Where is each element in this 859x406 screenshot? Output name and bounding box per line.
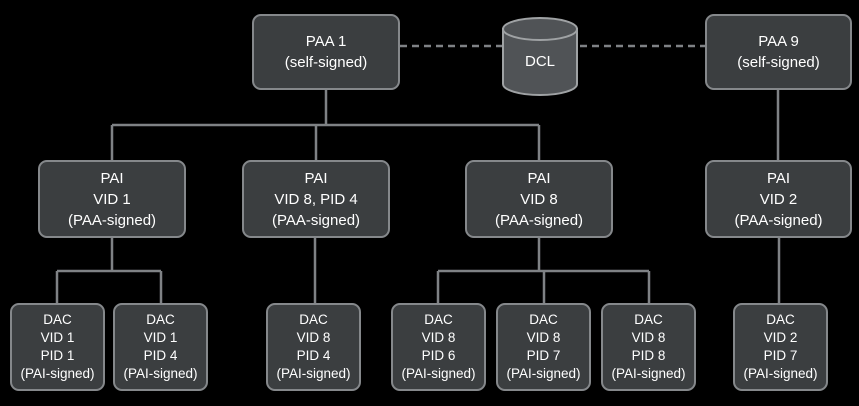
node-label: DAC	[766, 312, 795, 328]
node-label: DAC	[43, 312, 72, 328]
node-label: DAC	[529, 312, 558, 328]
node-pai-vid2: PAI VID 2 (PAA-signed)	[705, 160, 852, 238]
node-dac-vid1-pid4: DAC VID 1 PID 4 (PAI-signed)	[113, 303, 208, 391]
pai-vid1-to-dac-links	[55, 238, 163, 303]
node-dcl: DCL	[500, 16, 580, 98]
node-paa-1: PAA 1 (self-signed)	[252, 14, 400, 90]
node-pai-vid8-pid4: PAI VID 8, PID 4 (PAA-signed)	[242, 160, 390, 238]
node-dac-vid8-pid7: DAC VID 8 PID 7 (PAI-signed)	[496, 303, 591, 391]
database-cylinder-icon	[502, 17, 578, 96]
node-label: PAI	[100, 169, 124, 187]
node-label: VID 2	[763, 330, 798, 346]
node-label: VID 1	[93, 190, 131, 208]
node-label: PAA 1	[305, 33, 347, 50]
node-label: (PAI-signed)	[123, 365, 198, 381]
node-label: PID 8	[631, 348, 666, 363]
node-label: VID 1	[143, 330, 178, 346]
node-label: DCL	[524, 52, 555, 70]
node-label: VID 8	[631, 330, 666, 346]
node-dac-vid1-pid1: DAC VID 1 PID 1 (PAI-signed)	[10, 303, 105, 391]
node-dac-vid8-pid6: DAC VID 8 PID 6 (PAI-signed)	[391, 303, 486, 391]
pai-vid8-to-dac-links	[436, 238, 651, 303]
node-label: (PAI-signed)	[611, 365, 686, 381]
node-label: PAI	[527, 169, 551, 187]
node-label: (PAA-signed)	[67, 211, 157, 229]
node-label: (PAI-signed)	[276, 365, 351, 381]
paa1-to-pai-links	[110, 90, 541, 160]
node-label: DAC	[424, 312, 453, 328]
node-label: VID 8	[526, 330, 561, 346]
node-label: (PAI-signed)	[20, 365, 95, 381]
node-label: (PAA-signed)	[734, 211, 823, 229]
node-label: PID 7	[526, 348, 561, 363]
node-label: DAC	[634, 312, 663, 328]
node-label: VID 1	[40, 330, 75, 346]
node-dac-vid8-pid4: DAC VID 8 PID 4 (PAI-signed)	[266, 303, 361, 391]
node-pai-vid8: PAI VID 8 (PAA-signed)	[465, 160, 613, 238]
node-label: (self-signed)	[284, 54, 368, 71]
node-label: (PAI-signed)	[743, 365, 818, 381]
node-label: (PAA-signed)	[494, 211, 584, 229]
node-dac-vid8-pid8: DAC VID 8 PID 8 (PAI-signed)	[601, 303, 696, 391]
node-label: DAC	[146, 312, 175, 328]
node-label: VID 8	[421, 330, 456, 346]
node-label: DAC	[299, 312, 328, 328]
node-paa-9: PAA 9 (self-signed)	[705, 14, 852, 90]
node-label: (self-signed)	[737, 54, 820, 71]
node-label: VID 8	[520, 190, 558, 208]
node-label: PID 4	[143, 348, 178, 363]
node-label: (PAA-signed)	[271, 211, 361, 229]
node-label: PID 4	[296, 348, 331, 363]
node-label: PID 7	[763, 348, 798, 363]
node-label: VID 8, PID 4	[274, 190, 358, 208]
node-label: PID 6	[421, 348, 456, 363]
node-label: PID 1	[40, 348, 75, 363]
node-pai-vid1: PAI VID 1 (PAA-signed)	[38, 160, 186, 238]
node-label: VID 2	[759, 190, 798, 208]
node-label: PAI	[304, 169, 328, 187]
node-label: VID 8	[296, 330, 331, 346]
node-label: (PAI-signed)	[506, 365, 581, 381]
node-dac-vid2-pid7: DAC VID 2 PID 7 (PAI-signed)	[733, 303, 828, 391]
node-label: PAA 9	[758, 33, 799, 50]
node-label: (PAI-signed)	[401, 365, 476, 381]
node-label: PAI	[766, 169, 791, 187]
